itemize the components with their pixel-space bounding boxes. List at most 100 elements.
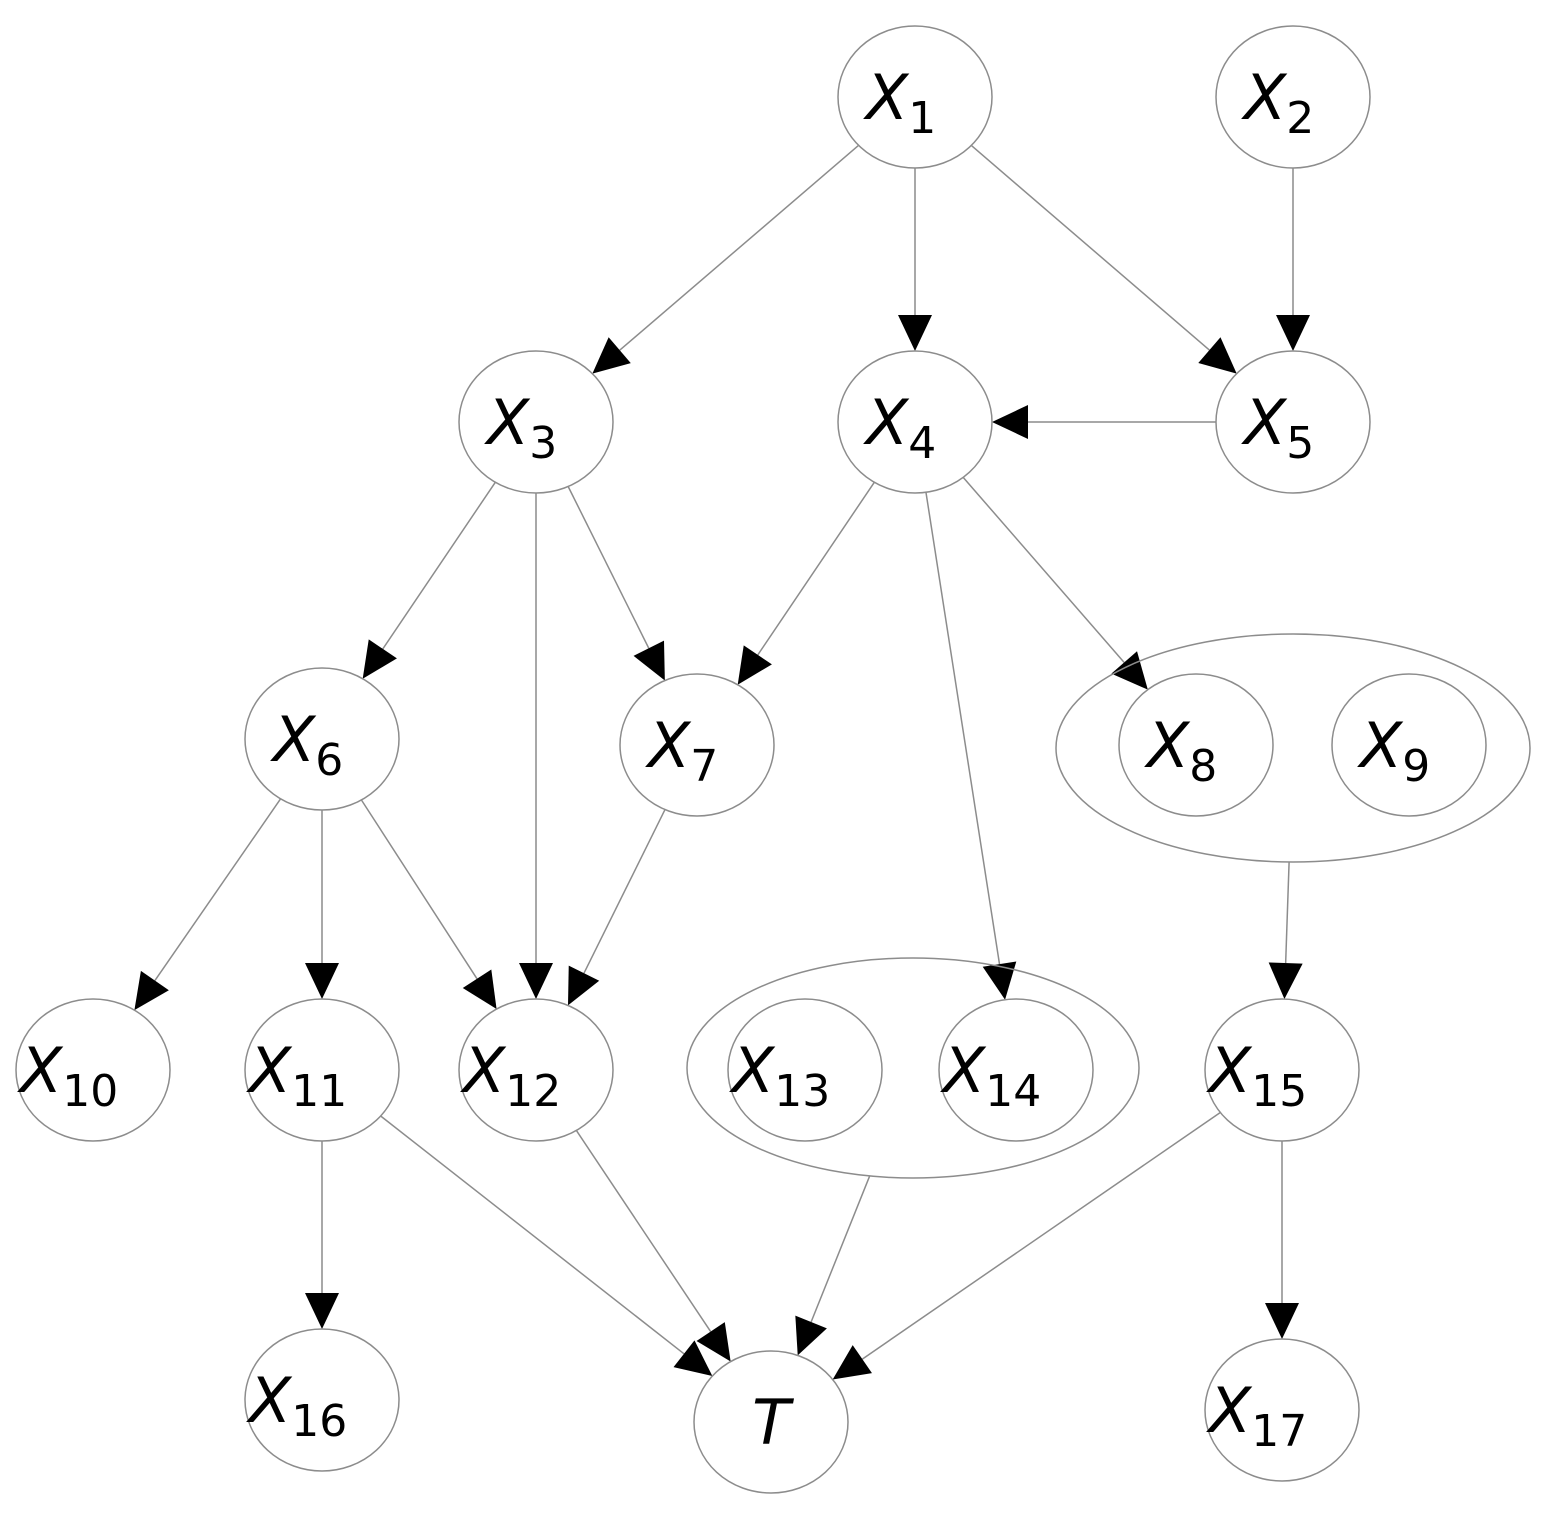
- node-label-main: T: [752, 1386, 794, 1459]
- node-label: X1: [863, 61, 936, 144]
- edge-line: [360, 799, 478, 980]
- arrow-head: [1198, 337, 1237, 374]
- node-label-subscript: 11: [291, 1066, 347, 1117]
- group-g1314: [686, 957, 1140, 1179]
- edge-line: [925, 492, 1001, 965]
- node-label-subscript: 9: [1402, 741, 1430, 792]
- node-ellipse: [1215, 350, 1371, 494]
- node-label-main: X: [1206, 1034, 1253, 1107]
- node-label-main: X: [729, 1034, 776, 1107]
- node-label-subscript: 5: [1286, 418, 1314, 469]
- node-x7: X7: [619, 673, 775, 817]
- arrow-head: [696, 1322, 731, 1362]
- node-label-subscript: 16: [291, 1396, 347, 1447]
- node-ellipse: [693, 1350, 849, 1494]
- node-label-subscript: 7: [690, 741, 718, 792]
- node-label-main: X: [246, 1364, 293, 1437]
- node-label-main: X: [484, 386, 531, 459]
- node-label: X17: [1206, 1374, 1307, 1457]
- node-label-main: X: [1357, 709, 1404, 782]
- edges-layer: [134, 144, 1310, 1380]
- node-x10: X10: [15, 998, 171, 1142]
- edge-line: [380, 1115, 685, 1355]
- edge-x1-to-x5: [970, 144, 1237, 374]
- node-label-subscript: 4: [908, 418, 936, 469]
- edge-line: [567, 486, 650, 649]
- node-label-main: X: [1144, 709, 1191, 782]
- edge-x5-to-x4: [992, 405, 1216, 439]
- node-x17: X17: [1204, 1338, 1360, 1482]
- node-t: T: [693, 1350, 849, 1494]
- node-ellipse: [938, 998, 1094, 1142]
- groups-layer: [686, 633, 1531, 1179]
- node-label: X10: [17, 1034, 118, 1117]
- node-label-subscript: 3: [529, 418, 557, 469]
- node-x6: X6: [244, 667, 400, 811]
- node-ellipse: [1204, 1338, 1360, 1482]
- node-ellipse: [1331, 673, 1487, 817]
- node-label-main: X: [270, 703, 317, 776]
- edge-x1-to-x4: [898, 168, 932, 351]
- node-x13: X13: [727, 998, 883, 1142]
- arrow-head: [567, 965, 600, 1006]
- arrow-head: [832, 1345, 872, 1380]
- node-label: X9: [1357, 709, 1430, 792]
- node-label: T: [752, 1386, 794, 1459]
- edge-x12-to-t: [575, 1130, 731, 1362]
- node-label-subscript: 6: [315, 735, 343, 786]
- arrow-head: [737, 645, 772, 685]
- node-label-main: X: [246, 1034, 293, 1107]
- edge-line: [962, 476, 1125, 663]
- node-label-main: X: [645, 709, 692, 782]
- edge-x3-to-x12: [519, 493, 553, 999]
- edge-line: [1284, 861, 1290, 964]
- node-label: X7: [645, 709, 718, 792]
- edge-x6-to-x12: [360, 799, 497, 1010]
- arrow-head: [982, 961, 1017, 1000]
- node-ellipse: [1118, 673, 1274, 817]
- node-label: X4: [863, 386, 936, 469]
- node-label: X13: [729, 1034, 830, 1117]
- edge-line: [757, 481, 875, 656]
- node-x11: X11: [244, 998, 400, 1142]
- node-label-subscript: 17: [1251, 1406, 1307, 1457]
- edge-x11-to-t: [380, 1115, 713, 1377]
- node-ellipse: [1204, 998, 1360, 1142]
- node-ellipse: [727, 998, 883, 1142]
- arrow-head: [633, 640, 665, 681]
- edge-x7-to-x12: [567, 809, 666, 1006]
- node-label: X6: [270, 703, 343, 786]
- edge-line: [583, 809, 666, 974]
- node-label: X5: [1241, 386, 1314, 469]
- node-x1: X1: [837, 25, 993, 169]
- edge-x4-to-x14: [925, 492, 1017, 1000]
- arrow-head: [898, 315, 932, 351]
- node-x3: X3: [458, 350, 614, 494]
- arrow-head: [362, 639, 397, 679]
- node-x15: X15: [1204, 998, 1360, 1142]
- edge-x11-to-x16: [305, 1141, 339, 1329]
- node-label-subscript: 2: [1286, 93, 1314, 144]
- node-label-main: X: [863, 61, 910, 134]
- edge-x3-to-x7: [567, 486, 665, 681]
- edge-g1314-to-t: [795, 1175, 871, 1356]
- arrow-head: [592, 337, 631, 374]
- node-ellipse: [1215, 25, 1371, 169]
- node-label-main: X: [17, 1034, 64, 1107]
- node-x9: X9: [1331, 673, 1487, 817]
- node-label-main: X: [863, 386, 910, 459]
- node-x12: X12: [458, 998, 614, 1142]
- edge-x6-to-x10: [134, 798, 282, 1011]
- arrow-head: [134, 970, 169, 1011]
- arrow-head: [795, 1315, 827, 1356]
- node-label: X11: [246, 1034, 347, 1117]
- edge-line: [810, 1175, 871, 1323]
- edge-line: [382, 481, 496, 650]
- node-x8: X8: [1118, 673, 1274, 817]
- arrow-head: [1111, 651, 1148, 690]
- node-x14: X14: [938, 998, 1094, 1142]
- node-ellipse: [837, 25, 993, 169]
- node-x5: X5: [1215, 350, 1371, 494]
- node-label: X14: [940, 1034, 1041, 1117]
